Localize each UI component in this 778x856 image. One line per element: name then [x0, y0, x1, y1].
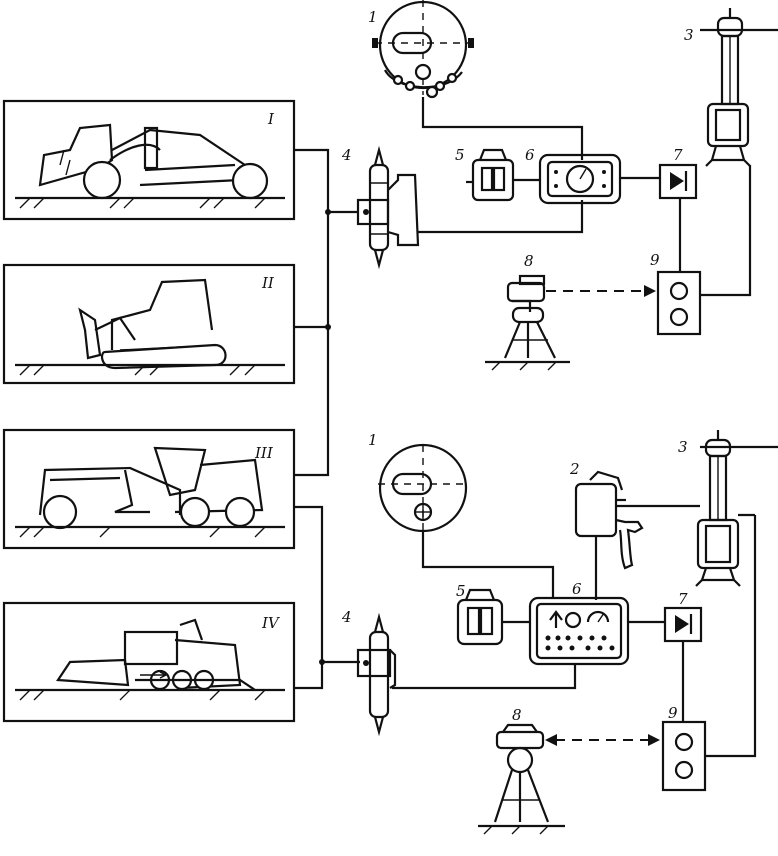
- label-8-top: 8: [524, 252, 534, 270]
- wire-valve-control-top: [418, 200, 584, 234]
- hand-unit-phone: [574, 470, 700, 600]
- ground-hatching: [19, 526, 266, 538]
- laser-level-top: [485, 274, 570, 371]
- wire-valve-control-bottom: [392, 665, 577, 690]
- laser-level-bottom: [478, 723, 565, 835]
- wire-tracker-control-bottom: [421, 531, 555, 598]
- hydraulic-valve-top: [356, 145, 420, 270]
- label-3-bottom: 3: [678, 438, 688, 456]
- label-7-top: 7: [673, 146, 683, 164]
- label-9-bottom: 9: [668, 704, 678, 722]
- machine-label-2: II: [261, 274, 275, 292]
- receiver-unit-top: [656, 270, 702, 336]
- wire-receiver-mast-top: [700, 165, 752, 297]
- label-5-top: 5: [455, 146, 465, 164]
- ground-hatching: [19, 197, 266, 209]
- sensor-tracker-bottom: [378, 443, 468, 533]
- control-unit-bottom: [528, 596, 630, 666]
- rectifier-unit-top: [658, 163, 698, 200]
- label-4-top: 4: [341, 146, 352, 164]
- label-7-bottom: 7: [678, 590, 688, 608]
- control-unit-top: [538, 153, 622, 205]
- laser-mast-bottom: [695, 430, 778, 587]
- label-3-top: 3: [684, 26, 694, 44]
- machine-label-4: IV: [261, 614, 281, 632]
- machine-panel-paver: IV: [2, 601, 296, 723]
- label-8-bottom: 8: [512, 706, 522, 724]
- hydraulic-valve-bottom: [356, 612, 397, 737]
- wire-tracker-control-top: [421, 97, 584, 160]
- sensor-tracker-top: [372, 0, 474, 99]
- laser-beam-bottom: [545, 734, 660, 746]
- power-supply-top: [466, 148, 540, 202]
- label-9-top: 9: [650, 251, 660, 269]
- label-6-bottom: 6: [572, 580, 582, 598]
- rectifier-unit-bottom: [663, 606, 703, 643]
- machine-label-1: I: [267, 110, 275, 128]
- power-supply-bottom: [456, 588, 530, 646]
- ground-hatching: [19, 689, 266, 701]
- wire-receiver-mast-bottom: [705, 515, 757, 758]
- laser-beam-top: [546, 285, 656, 297]
- machine-panel-grader: III: [2, 428, 296, 550]
- label-1-bottom: 1: [368, 431, 378, 449]
- laser-mast-top: [700, 8, 778, 167]
- label-5-bottom: 5: [456, 582, 466, 600]
- machine-panel-scraper: I: [2, 99, 296, 221]
- machine-label-3: III: [254, 444, 274, 462]
- label-6-top: 6: [525, 146, 535, 164]
- machine-panel-bulldozer: II: [2, 263, 296, 385]
- label-1-top: 1: [368, 8, 378, 26]
- label-4-bottom: 4: [341, 608, 352, 626]
- ground-hatching: [19, 364, 256, 376]
- receiver-unit-bottom: [661, 720, 707, 792]
- machine-connection-lines: [294, 148, 360, 690]
- label-2: 2: [569, 460, 580, 478]
